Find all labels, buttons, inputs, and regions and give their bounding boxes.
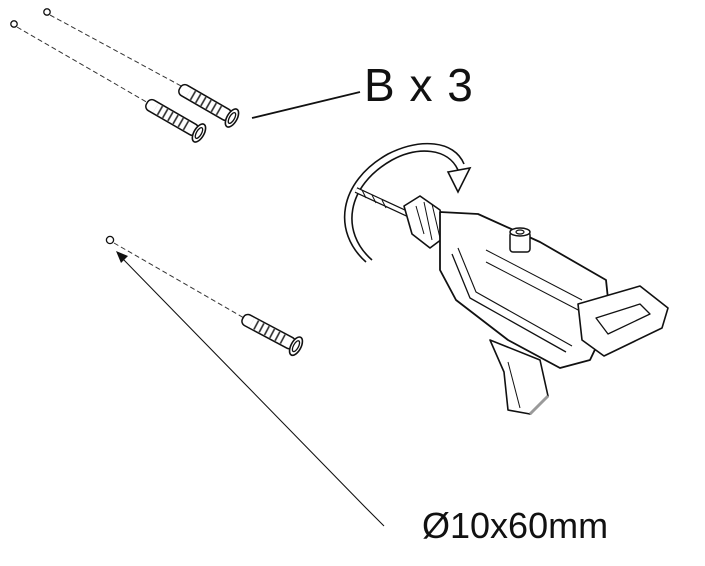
quantity-label: B x 3 bbox=[364, 59, 474, 111]
drill-hole-marker-icon bbox=[43, 8, 51, 16]
wall-plug-anchor-icon bbox=[241, 313, 304, 357]
drill-hole-marker-icon bbox=[10, 20, 18, 28]
quantity-leader-line bbox=[251, 91, 361, 119]
power-drill-icon bbox=[354, 187, 669, 416]
size-leader-line bbox=[116, 251, 385, 527]
anchor-size-label: Ø10x60mm bbox=[422, 505, 609, 546]
wall-plug-anchor-icon bbox=[178, 83, 240, 128]
drill-hole-marker-icon bbox=[105, 235, 115, 245]
dashed-guide-lines bbox=[16, 14, 245, 319]
wall-plug-anchor-icon bbox=[145, 98, 207, 143]
rotation-arrow-icon bbox=[343, 142, 472, 263]
